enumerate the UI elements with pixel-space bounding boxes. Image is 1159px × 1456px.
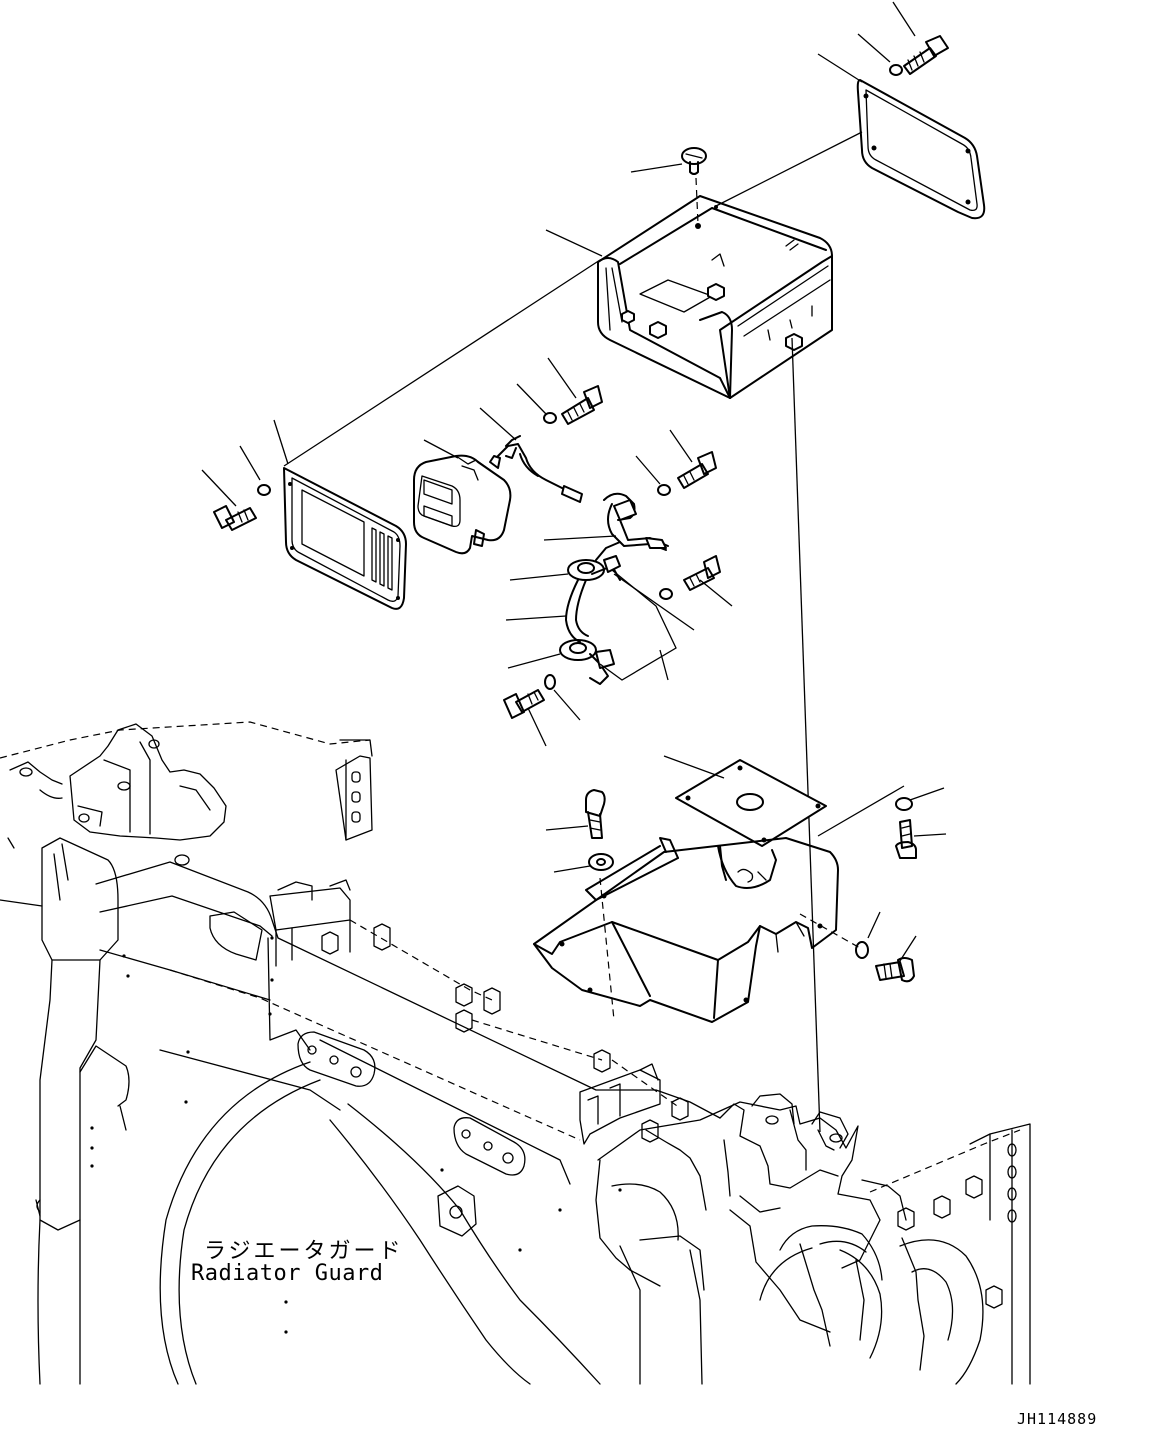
stand-bracket	[533, 837, 839, 1023]
left-bolt	[213, 505, 257, 531]
radiator-guard-label-en: Radiator Guard	[191, 1261, 384, 1286]
left-washer	[257, 484, 271, 496]
bracket-washer-left	[588, 853, 614, 871]
lamp-housing	[597, 195, 833, 399]
bracket-bolt-right	[895, 819, 917, 859]
drawing-id: JH114889	[1017, 1410, 1098, 1428]
work-lamp	[413, 454, 512, 555]
top-bolt	[903, 35, 949, 75]
harness-washer	[543, 412, 557, 424]
wiring-connector	[603, 492, 669, 551]
radiator-guard-frame	[0, 721, 1031, 1385]
lower-bolt-left	[503, 689, 545, 719]
lower-grommet	[559, 639, 615, 685]
mid-washer-right	[657, 484, 671, 496]
front-guard-plate	[283, 467, 407, 610]
lamp-harness	[497, 435, 583, 503]
harness-bolt	[561, 385, 603, 425]
lower-cable	[565, 579, 589, 643]
bracket-bolt-side	[875, 957, 915, 983]
bracket-bolt-left	[585, 789, 606, 839]
bracket-washer-right	[895, 797, 913, 811]
top-cover-plate	[856, 79, 986, 220]
top-washer	[889, 64, 903, 76]
bracket-washer-side	[855, 941, 869, 959]
upper-grommet	[567, 541, 621, 581]
side-washer	[659, 588, 673, 600]
housing-screw	[681, 147, 707, 175]
lower-washer-left	[544, 674, 556, 690]
mid-bolt-right	[677, 451, 717, 489]
side-bolt	[683, 555, 721, 591]
mount-plate	[675, 759, 827, 847]
radiator-guard-label-jp: ラジエータガード	[204, 1239, 404, 1264]
